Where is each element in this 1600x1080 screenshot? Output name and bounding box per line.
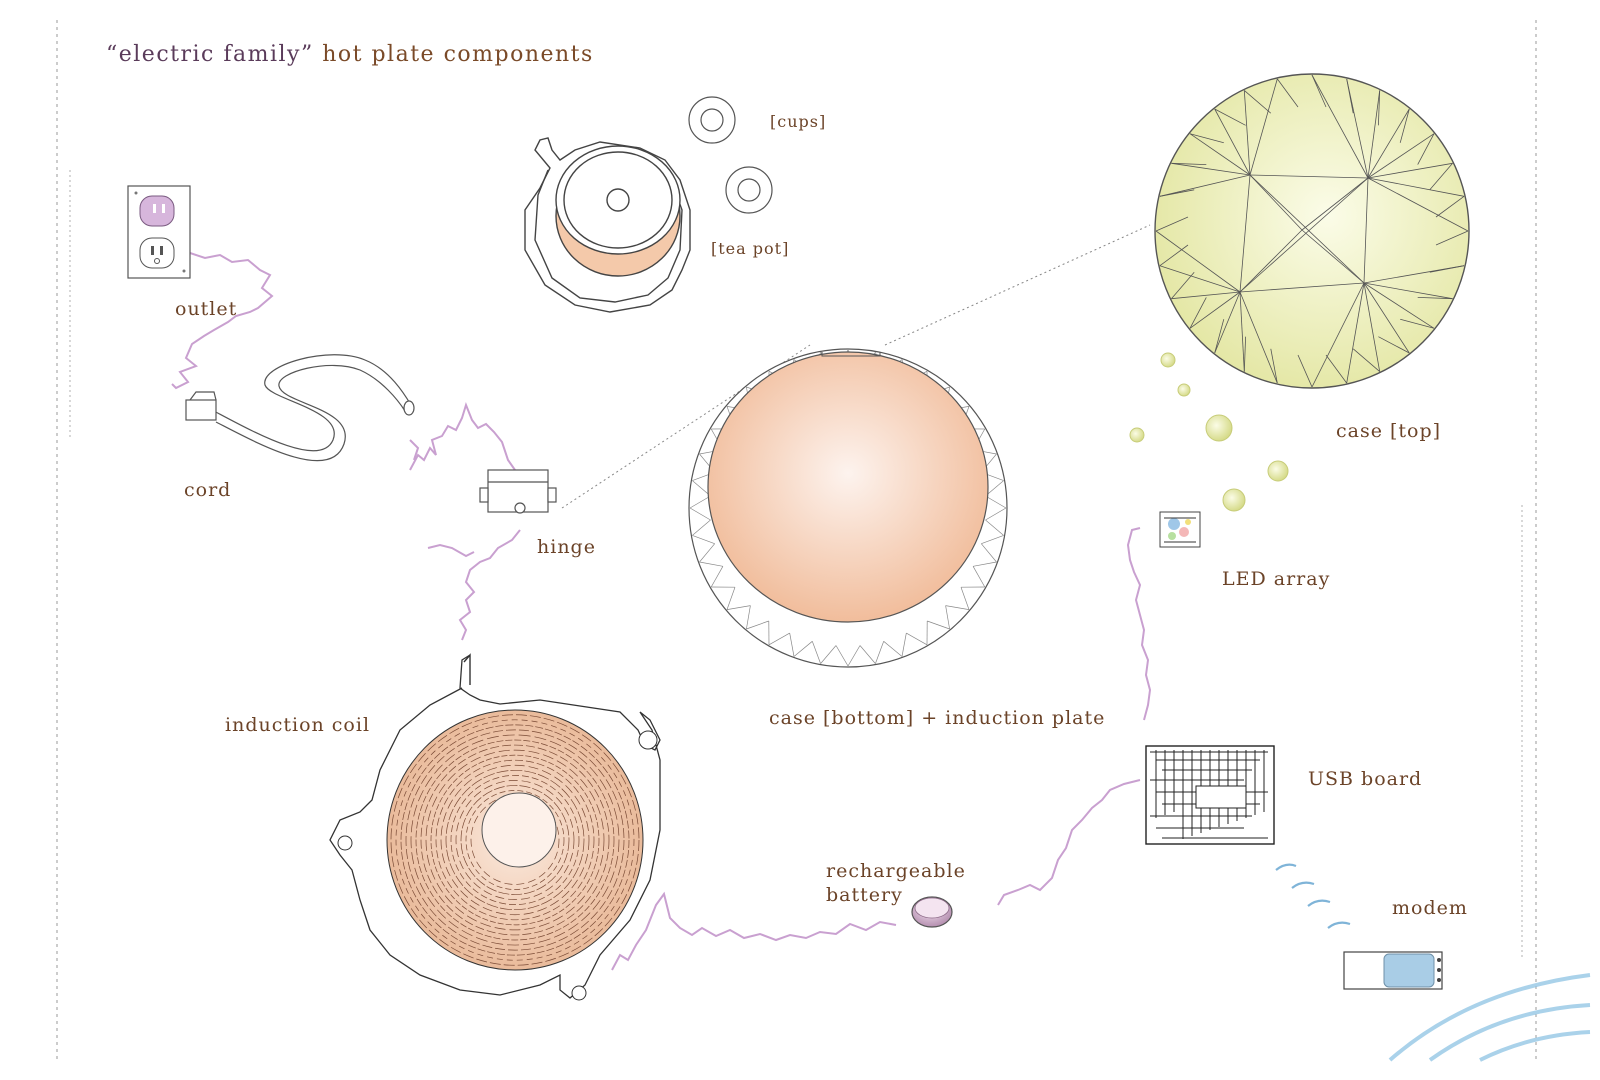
wire-coil-to-battery: [611, 891, 897, 971]
battery-illustration: [911, 896, 953, 928]
cups-illustration: [688, 96, 773, 214]
case-bottom-illustration: [688, 348, 1008, 668]
wire-battery-to-usb: [997, 779, 1141, 906]
outlet-label: outlet: [175, 298, 238, 320]
wire-cord-to-hinge: [409, 401, 516, 471]
wire-hinge-to-coil: [427, 529, 521, 641]
signal-arcs-corner: [1388, 973, 1591, 1062]
coil-winding-rings: [390, 714, 640, 966]
cord-illustration: [185, 354, 415, 462]
modem-illustration: [1343, 951, 1443, 990]
usb-board-illustration: [1145, 745, 1275, 845]
cord-label: cord: [184, 479, 232, 501]
case-top-illustration: [1154, 73, 1470, 389]
battery-label-line2: battery: [826, 884, 903, 906]
usb-board-circuitry: [1150, 750, 1268, 839]
led-bubbles: [1129, 352, 1289, 512]
page-title: “electric family” hot plate components: [106, 42, 594, 67]
battery-label-line1: rechargeable: [826, 860, 966, 882]
signal-waves: [1275, 863, 1351, 929]
hinge-illustration: [479, 469, 557, 514]
case-bottom-label: case [bottom] + induction plate: [769, 707, 1106, 729]
outlet-illustration: [127, 185, 191, 279]
hinge-label: hinge: [537, 536, 596, 558]
induction-coil-label: induction coil: [225, 714, 371, 736]
case-top-label: case [top]: [1336, 420, 1442, 442]
wire-outlet-to-cord: [171, 252, 274, 390]
induction-coil-illustration: [329, 653, 661, 1001]
tea-pot-label: [tea pot]: [711, 239, 790, 258]
teapot-illustration: [524, 137, 691, 313]
led-array-label: LED array: [1222, 568, 1331, 590]
led-array-illustration: [1159, 511, 1201, 548]
case-leader-line: [884, 224, 1151, 346]
cups-label: [cups]: [770, 112, 827, 131]
wire-usb-to-led: [1126, 527, 1152, 721]
modem-label: modem: [1392, 897, 1468, 919]
title-rest: hot plate components: [313, 42, 594, 67]
title-quoted: “electric family”: [106, 42, 314, 67]
case-top-facet-lines: [1155, 74, 1469, 388]
usb-board-label: USB board: [1308, 768, 1423, 790]
